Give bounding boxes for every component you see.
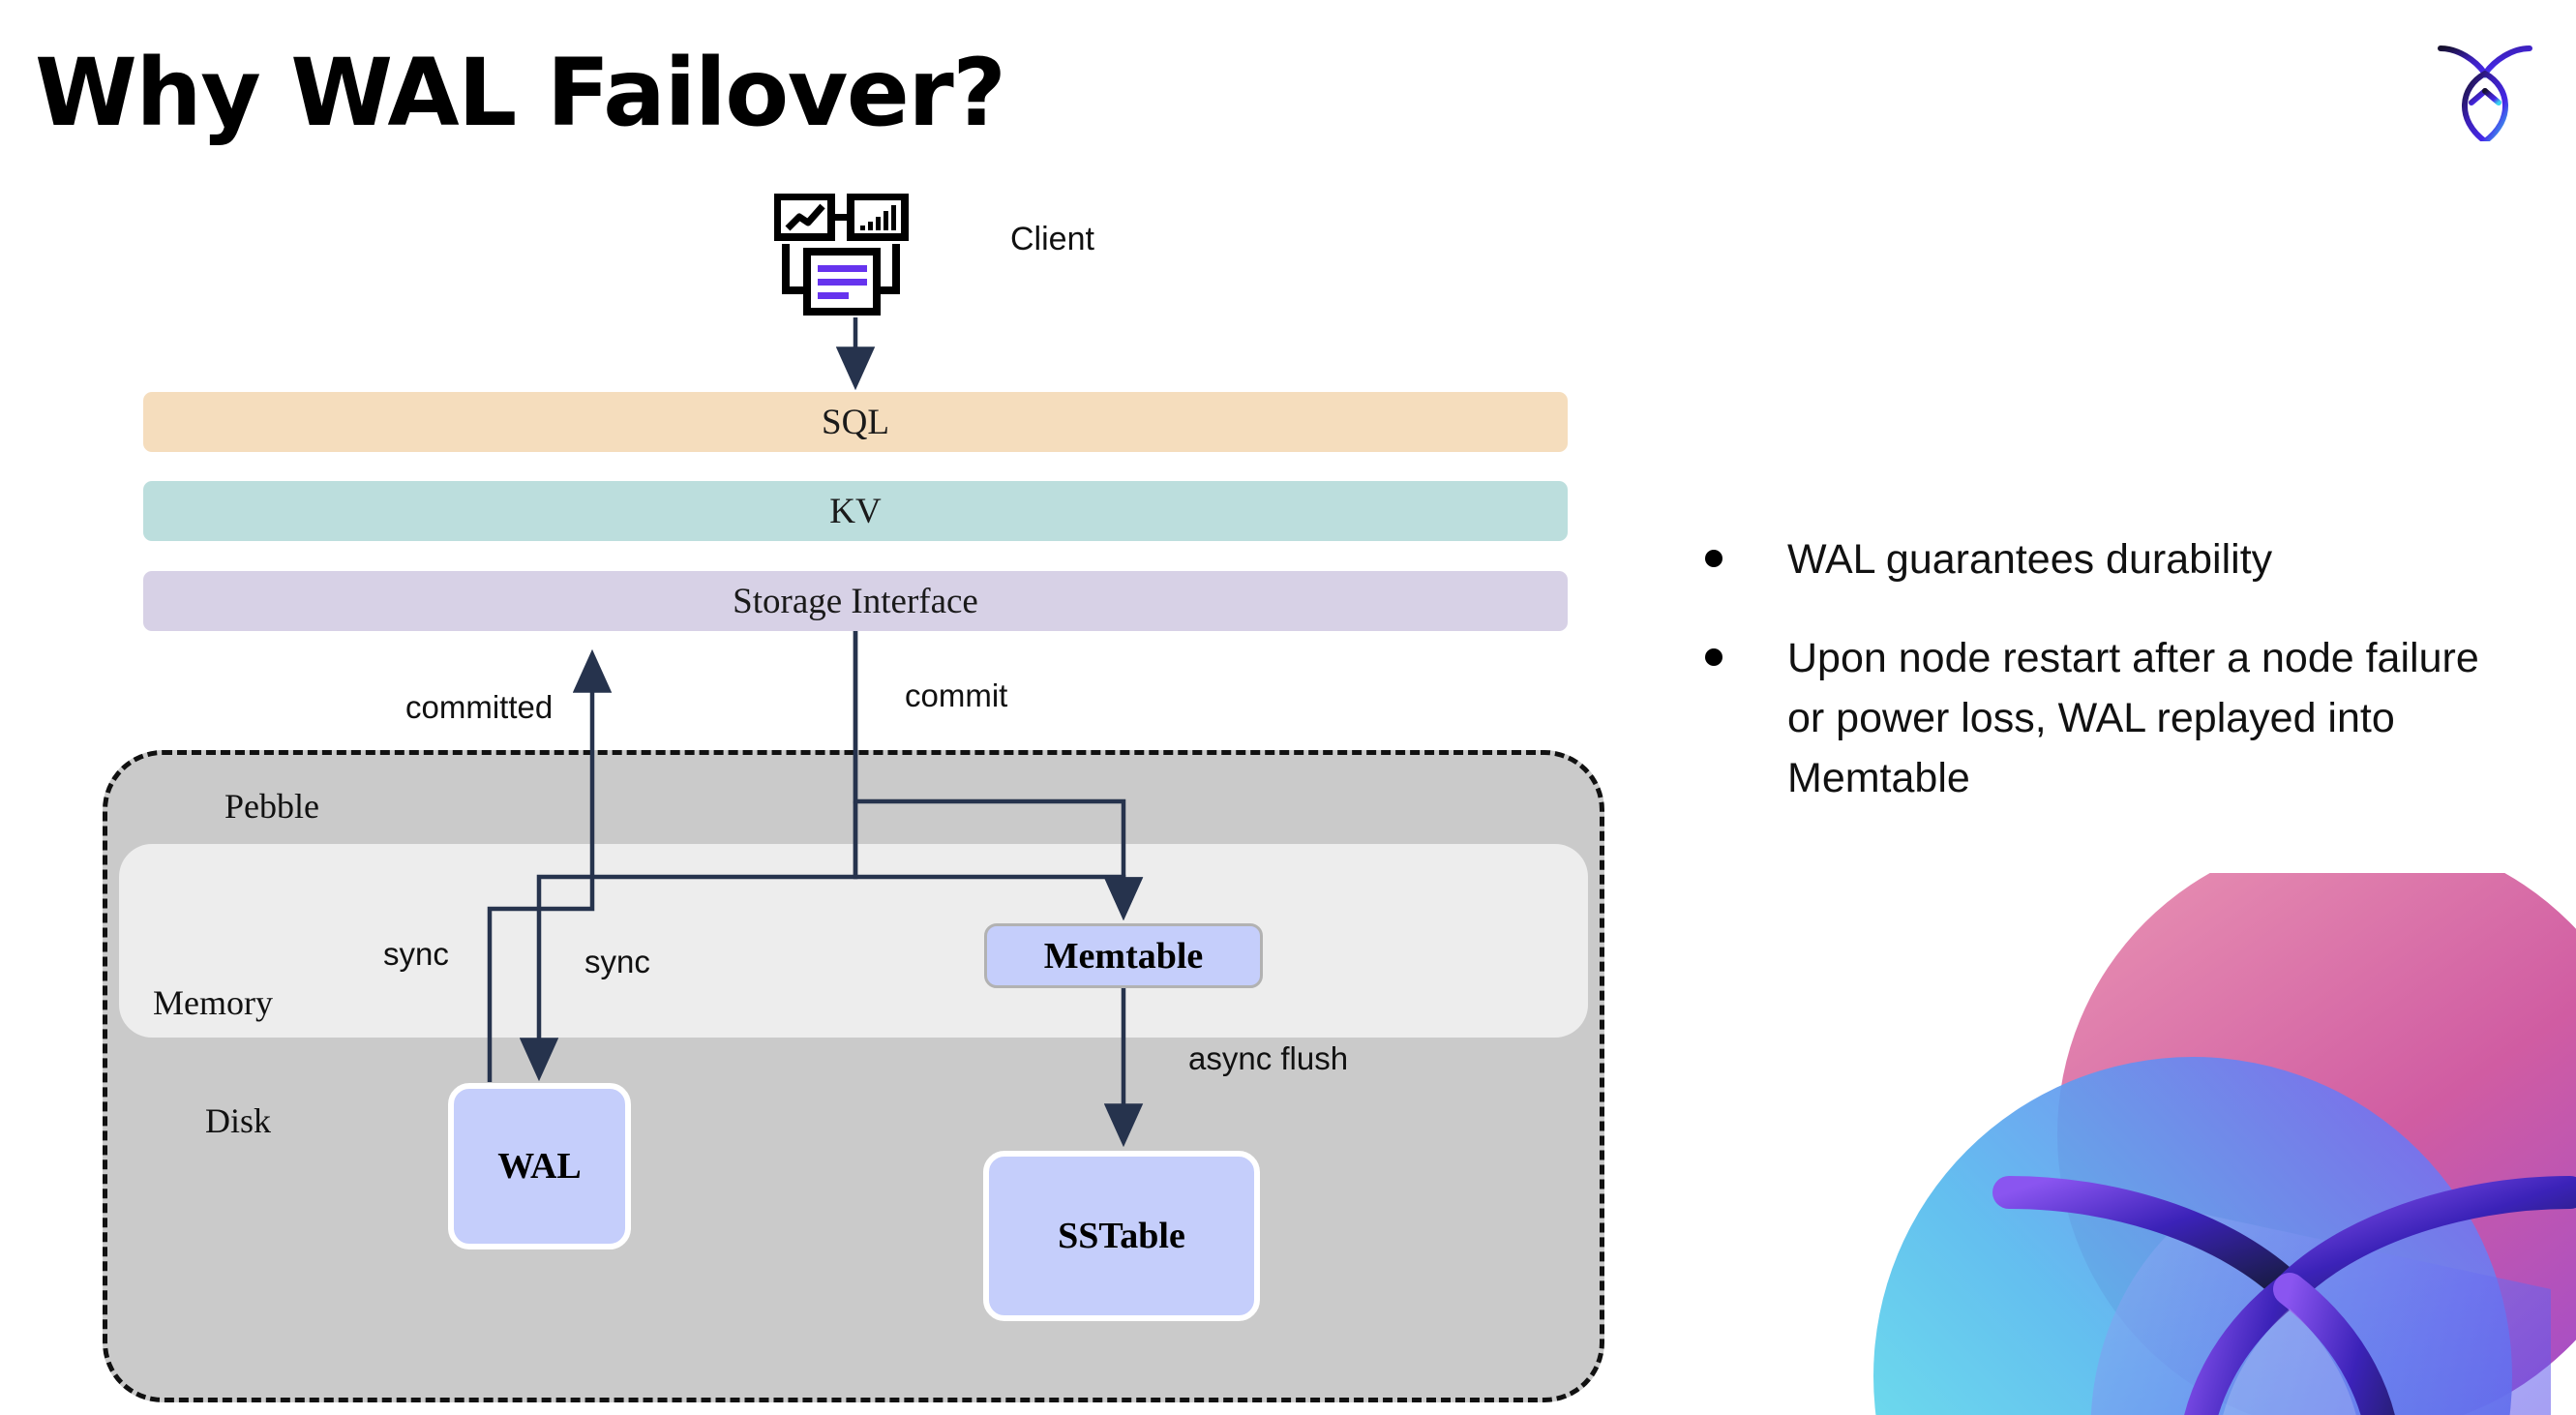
bullet-text: WAL guarantees durability — [1787, 536, 2273, 583]
edge-label-async-flush: async flush — [1188, 1040, 1349, 1076]
bullet-dot-icon — [1705, 647, 1722, 666]
wal-label: WAL — [497, 1146, 582, 1187]
layer-label-sql: SQL — [822, 402, 889, 442]
list-item: Upon node restart after a node failure o… — [1705, 629, 2508, 809]
sstable-label: SSTable — [1058, 1216, 1185, 1256]
edge-label-committed: committed — [405, 689, 554, 725]
edge-label-sync-right: sync — [584, 944, 650, 979]
bullet-text: Upon node restart after a node failure o… — [1787, 634, 2479, 801]
page-title: Why WAL Failover? — [35, 39, 1006, 147]
memtable-box: Memtable — [984, 923, 1263, 988]
list-item: WAL guarantees durability — [1705, 530, 2508, 590]
client-label: Client — [1010, 221, 1094, 257]
layer-bar-storage-interface: Storage Interface — [143, 571, 1568, 631]
memtable-label: Memtable — [1043, 935, 1204, 977]
pebble-label: Pebble — [225, 787, 319, 826]
layer-bar-kv: KV — [143, 481, 1568, 541]
edge-label-commit: commit — [905, 677, 1008, 713]
memory-label: Memory — [153, 983, 273, 1022]
bullet-dot-icon — [1705, 550, 1722, 567]
client-monitor-icon — [773, 193, 925, 317]
bullet-list: WAL guarantees durability Upon node rest… — [1705, 530, 2508, 848]
layer-label-storage-interface: Storage Interface — [733, 581, 978, 621]
layer-bar-sql: SQL — [143, 392, 1568, 452]
layer-label-kv: KV — [829, 491, 882, 531]
memory-region — [119, 844, 1588, 1038]
sstable-box: SSTable — [983, 1151, 1260, 1321]
cockroachdb-decorative-gradient-icon — [1873, 834, 2576, 1415]
wal-box: WAL — [448, 1083, 631, 1249]
cockroachdb-logo-icon — [2431, 27, 2539, 145]
disk-label: Disk — [205, 1101, 272, 1140]
edge-label-sync-left: sync — [383, 936, 449, 972]
